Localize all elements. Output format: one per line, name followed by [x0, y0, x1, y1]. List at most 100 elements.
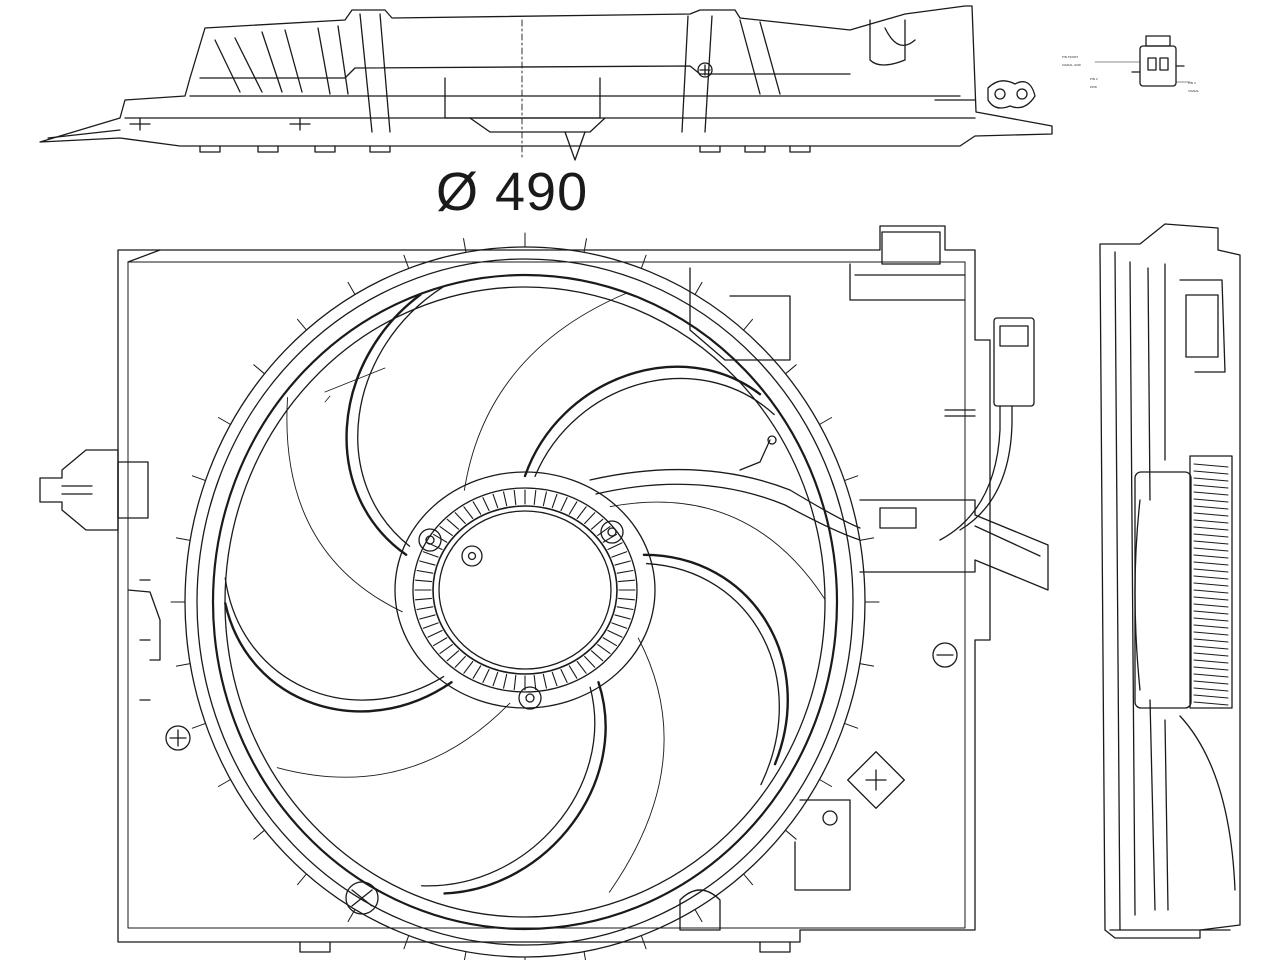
blade-rib-inner: [224, 577, 445, 701]
blade-rib: [642, 553, 789, 766]
motor-fin: [1193, 603, 1229, 608]
hub-vane: [616, 569, 634, 574]
diameter-label: Ø 490: [436, 162, 589, 222]
shroud-tick: [403, 254, 410, 269]
hub-vane: [502, 673, 508, 689]
hub-vane: [432, 533, 448, 543]
blade-edge: [608, 637, 665, 893]
shroud-tick: [843, 475, 859, 482]
hub-vane: [590, 650, 604, 662]
hub-vane: [560, 497, 568, 512]
hub-vane: [472, 665, 482, 679]
hub-vane: [614, 614, 631, 620]
blade-rib: [523, 365, 762, 478]
hub-vane: [419, 560, 436, 566]
hub-vane: [422, 622, 439, 629]
shroud-tick: [583, 238, 587, 253]
shroud-tick: [217, 779, 232, 787]
hub-vane: [551, 671, 558, 687]
svg-text:PIN FRONT: PIN FRONT: [1062, 55, 1078, 59]
hub-vane: [607, 542, 623, 551]
motor-fin: [1193, 687, 1229, 692]
motor-fin: [1193, 659, 1229, 664]
blade-rib-inner: [421, 686, 596, 887]
fan-blades: [224, 286, 826, 895]
motor-fin: [1193, 610, 1229, 615]
hub-vane: [414, 597, 433, 601]
shroud-tick: [583, 951, 587, 960]
motor-fin: [1193, 463, 1229, 468]
hub-vane: [584, 655, 596, 668]
hub-vane: [611, 622, 628, 629]
shroud-tick: [743, 318, 754, 331]
hub-vane: [502, 491, 508, 507]
svg-text:SIGNAL: SIGNAL: [1188, 89, 1199, 93]
hub-vane: [560, 668, 568, 683]
svg-text:PIN 2: PIN 2: [1090, 77, 1098, 81]
motor-fin: [1193, 617, 1229, 622]
shroud-tick: [859, 663, 875, 667]
shroud-tick: [694, 281, 703, 296]
blade-edge: [286, 397, 403, 613]
top-view: [39, 5, 1053, 161]
motor-fin: [1193, 582, 1229, 587]
motor-fin: [1193, 631, 1229, 636]
shroud-tick: [347, 281, 356, 296]
shroud-tick: [694, 908, 703, 923]
motor-fin: [1193, 533, 1229, 538]
motor-fin: [1193, 589, 1229, 594]
shroud-tick: [175, 663, 191, 667]
motor-fin: [1193, 561, 1229, 566]
shroud-tick: [191, 475, 207, 482]
blade-edge: [609, 501, 826, 600]
motor-fin: [1193, 505, 1229, 510]
hub-vane: [472, 501, 482, 515]
shroud-tick: [175, 537, 191, 541]
side-view: [1099, 223, 1241, 939]
blade-rib: [443, 681, 607, 895]
connector-detail: PIN FRONT SIGNAL GND PIN 2 PWR PIN 3 SIG…: [1062, 35, 1199, 93]
hub-vane: [463, 506, 474, 520]
hub-vane: [602, 637, 618, 647]
hub-vane: [542, 491, 548, 507]
hub-vane: [597, 526, 611, 536]
hub-vane: [446, 518, 460, 530]
hub-vane: [416, 569, 434, 574]
svg-text:PWR: PWR: [1090, 85, 1097, 89]
motor-fin: [1193, 680, 1229, 685]
hub-vane: [590, 518, 604, 530]
shroud-tick: [463, 238, 467, 253]
hub-vane: [422, 551, 439, 558]
motor-fin: [1193, 645, 1229, 650]
svg-text:SIGNAL GND: SIGNAL GND: [1062, 63, 1082, 67]
front-view: [39, 225, 1049, 953]
shroud-tick: [296, 318, 307, 331]
hub-vane: [568, 665, 578, 679]
hub-vane: [416, 606, 434, 611]
hub-vane: [614, 560, 631, 566]
hub-vane: [551, 493, 558, 509]
motor-fin: [1193, 477, 1229, 482]
hub-vane: [439, 644, 453, 654]
shroud-tick: [784, 364, 797, 375]
shroud-tick: [818, 779, 833, 787]
hub-vane: [492, 493, 499, 509]
motor-fin: [1193, 673, 1229, 678]
shroud-tick: [818, 417, 833, 425]
motor-fin: [1193, 666, 1229, 671]
shroud-tick: [640, 254, 647, 269]
hub-vane: [513, 489, 517, 505]
motor-fin: [1193, 652, 1229, 657]
hub-vane: [446, 650, 460, 662]
hub-vane: [617, 579, 636, 583]
shroud-tick: [217, 417, 232, 425]
hub-vane: [463, 660, 474, 674]
fan-shroud: [170, 232, 880, 960]
shroud-tick: [859, 537, 875, 541]
motor-fin: [1193, 638, 1229, 643]
shroud-tick: [253, 829, 266, 840]
hub-vane: [542, 673, 548, 689]
shroud-tick: [296, 873, 307, 886]
